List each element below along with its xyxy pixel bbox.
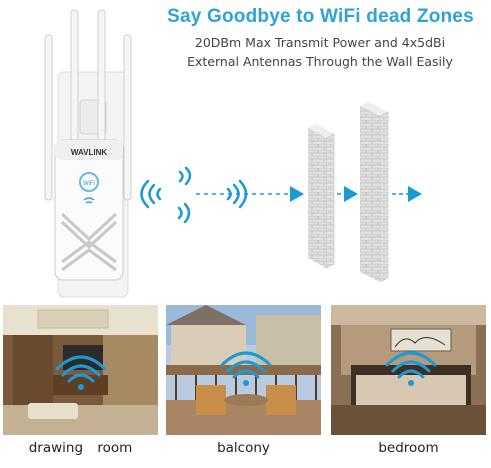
caption-bedroom: bedroom xyxy=(378,440,439,456)
vent-pattern xyxy=(60,212,118,272)
room-photo-bedroom xyxy=(331,305,486,435)
wifi-signal-icon xyxy=(178,166,192,186)
brand-logo: WAVLINK xyxy=(71,148,108,157)
device-badge: WiFi xyxy=(83,181,95,187)
wifi-signal-icon xyxy=(140,179,162,209)
wall-2 xyxy=(360,102,389,283)
wall-1 xyxy=(308,124,335,269)
wps-button xyxy=(79,172,99,192)
wifi-signal-icon xyxy=(177,202,191,224)
wifi-icon xyxy=(55,355,107,383)
antenna-4 xyxy=(123,34,132,201)
room-photo-drawing-room xyxy=(3,305,158,435)
arrow-2 xyxy=(344,186,358,202)
signal-diagram xyxy=(140,102,422,283)
headline: Say Goodbye to WiFi dead Zones xyxy=(167,6,474,27)
wifi-icon xyxy=(385,351,437,379)
subtitle-line-1: 20DBm Max Transmit Power and 4x5dBi xyxy=(194,35,446,50)
caption-drawing-room: drawing room xyxy=(28,440,133,456)
subtitle-line-2: External Antennas Through the Wall Easil… xyxy=(187,54,453,69)
arrow-1 xyxy=(290,186,304,202)
wifi-icon xyxy=(220,351,272,379)
wifi-extender-device: WAVLINK WiFi xyxy=(44,9,132,298)
room-photo-balcony xyxy=(166,305,321,435)
caption-balcony: balcony xyxy=(217,440,270,456)
arrow-3 xyxy=(408,186,422,202)
antenna-1 xyxy=(44,34,53,201)
